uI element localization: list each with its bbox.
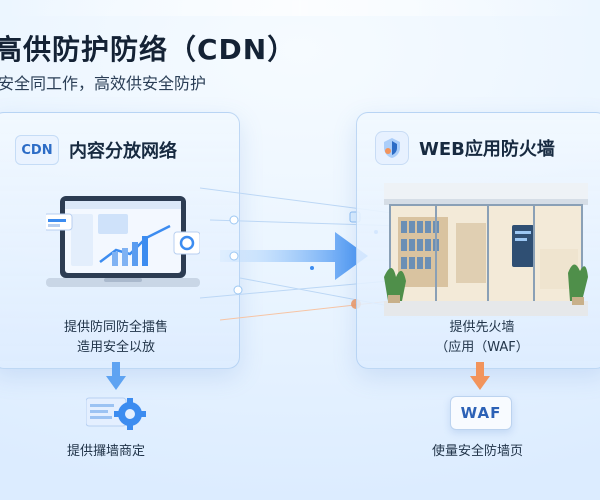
page-subtitle: 安全同工作，高效供安全防护	[0, 74, 207, 93]
waf-bottom-label: 使量安全防墙页	[432, 444, 524, 459]
cdn-card-title: 内容分放网络	[69, 141, 177, 162]
top-glow	[0, 0, 600, 16]
storefront-icon	[384, 183, 588, 316]
cdn-card-description: 提供防同防全擂售 造用安全以放	[16, 318, 216, 358]
down-arrow-icon	[106, 362, 126, 390]
cdn-card[interactable]: CDN 内容分放网络 提供防同防全擂售 造用安全以放	[0, 112, 240, 369]
cdn-card-header: CDN 内容分放网络	[15, 135, 177, 165]
waf-card-description: 提供先火墙 （应用（WAF）	[382, 318, 582, 358]
cdn-bottom-label: 提供攞墙商定	[67, 444, 146, 459]
waf-desc-line2: （应用（WAF）	[435, 340, 529, 355]
cdn-desc-line2: 造用安全以放	[76, 340, 155, 355]
waf-desc-line1: 提供先火墙	[449, 320, 515, 335]
gear-icon	[86, 397, 146, 430]
page-title: 高供防护防络（CDN）	[0, 33, 297, 66]
waf-card-title: WEB应用防火墙	[419, 139, 555, 160]
down-arrow-icon	[470, 362, 490, 390]
laptop-dashboard-icon	[46, 196, 200, 287]
waf-card-header: WEB应用防火墙	[375, 131, 555, 165]
cdn-desc-line1: 提供防同防全擂售	[63, 320, 168, 335]
cdn-badge: CDN	[15, 135, 59, 165]
waf-badge: WAF	[450, 396, 512, 430]
waf-shield-logo-icon	[375, 131, 409, 165]
